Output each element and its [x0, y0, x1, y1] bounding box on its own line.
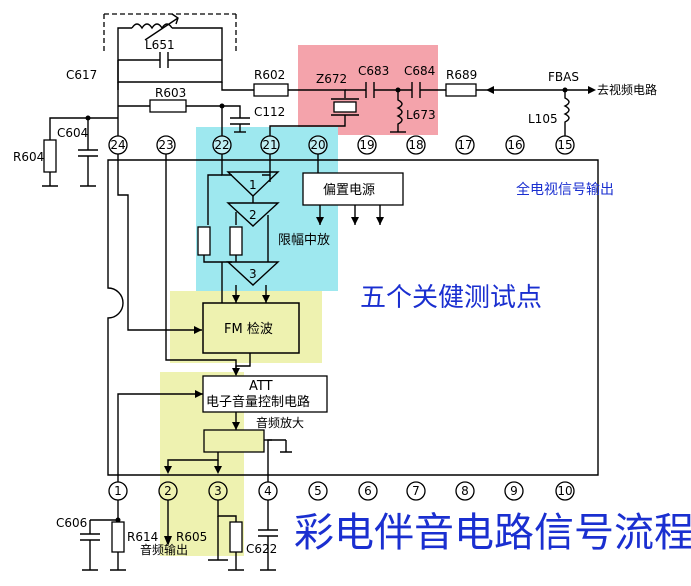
pin-17: 17: [457, 138, 472, 152]
pin-19: 19: [359, 138, 374, 152]
label-C604: C604: [57, 126, 88, 140]
pin-18: 18: [408, 138, 423, 152]
pin-6: 6: [364, 484, 372, 498]
amp-2-number: 2: [249, 208, 257, 222]
label-C617: C617: [66, 68, 97, 82]
page-title: 彩电伴音电路信号流程: [294, 510, 691, 556]
pin-15: 15: [557, 138, 572, 152]
block-volume-control: 电子音量控制电路: [206, 394, 310, 410]
amp-3-number: 3: [249, 267, 257, 281]
pin-22: 22: [214, 138, 229, 152]
pin-8: 8: [461, 484, 469, 498]
annotation-full-tv-signal-output: 全电视信号输出: [516, 181, 614, 198]
label-fbas: FBAS: [548, 70, 579, 84]
pin-21: 21: [262, 138, 277, 152]
label-L105: L105: [528, 112, 558, 126]
pin-10: 10: [557, 484, 572, 498]
label-audio-output: 音频输出: [140, 542, 188, 557]
label-R605: R605: [176, 530, 207, 544]
label-L651: L651: [145, 38, 175, 52]
block-att: ATT: [249, 379, 273, 394]
label-R602: R602: [254, 68, 285, 82]
pin-4: 4: [264, 484, 272, 498]
ic-body: [107, 159, 599, 476]
label-C684: C684: [404, 64, 435, 78]
pin-24: 24: [110, 138, 125, 152]
pin-2: 2: [164, 484, 172, 498]
annotation-test-points: 五个关健测试点: [360, 283, 542, 313]
label-L673: L673: [406, 108, 436, 122]
internal-circuitry: [117, 154, 404, 482]
label-Z672: Z672: [316, 72, 347, 86]
bottom-pins: 1 2 3 4 5 6 7 8 9 10: [108, 481, 575, 501]
label-C622: C622: [246, 542, 277, 556]
label-R603: R603: [155, 86, 186, 100]
pin-16: 16: [507, 138, 522, 152]
label-R604: R604: [13, 150, 44, 164]
pin-1: 1: [114, 484, 122, 498]
label-to-video: 去视频电路: [597, 82, 657, 97]
label-C112: C112: [254, 105, 285, 119]
label-audio-amp: 音频放大: [256, 415, 304, 430]
top-external-circuit: [42, 13, 596, 187]
block-limiting-if-amp: 限幅中放: [278, 233, 330, 248]
amp-1-number: 1: [249, 178, 257, 192]
block-bias-power: 偏置电源: [323, 183, 375, 198]
label-C683: C683: [358, 64, 389, 78]
pin-23: 23: [158, 138, 173, 152]
pin-3: 3: [214, 484, 222, 498]
label-R614: R614: [127, 530, 158, 544]
pin-9: 9: [510, 484, 518, 498]
label-R689: R689: [446, 68, 477, 82]
block-fm-detector: FM 检波: [224, 322, 273, 337]
pin-20: 20: [310, 138, 325, 152]
top-pins: 24 23 22 21 20 19 18 17 16 15: [108, 135, 575, 155]
label-C606: C606: [56, 516, 87, 530]
bottom-external-circuit: [80, 500, 278, 571]
pin-7: 7: [412, 484, 420, 498]
pin-5: 5: [314, 484, 322, 498]
